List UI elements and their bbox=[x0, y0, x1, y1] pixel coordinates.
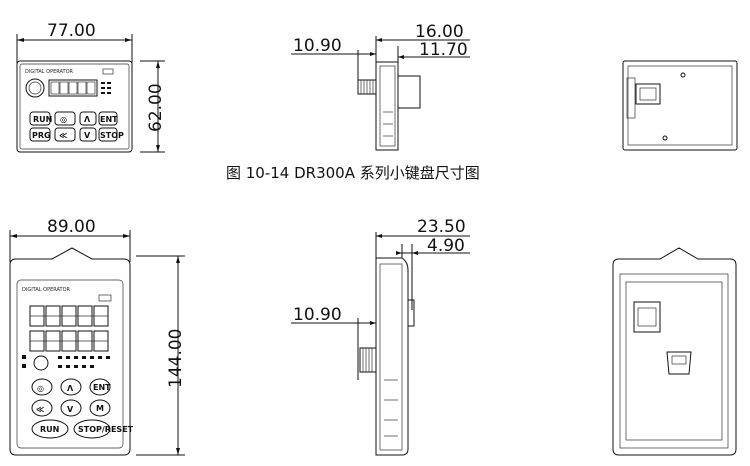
large-shift-key[interactable] bbox=[31, 378, 53, 396]
large-run-key-label: RUN bbox=[40, 425, 59, 434]
small-up-key-label: Λ bbox=[84, 115, 91, 124]
small-keypad-side-view: 16.00 11.70 10.90 bbox=[291, 22, 470, 151]
small-run-key[interactable] bbox=[29, 111, 51, 126]
large-knob-depth-label: 10.90 bbox=[293, 305, 342, 325]
small-up-key[interactable] bbox=[79, 111, 97, 126]
large-shift-key-label: ◎ bbox=[37, 384, 44, 393]
small-depth-body-label: 11.70 bbox=[419, 40, 468, 60]
small-left-key-label: ≪ bbox=[59, 131, 67, 140]
large-down-key-label: V bbox=[67, 405, 74, 414]
large-up-key[interactable] bbox=[60, 378, 82, 396]
small-rj45-port bbox=[635, 83, 661, 105]
small-down-key[interactable] bbox=[79, 127, 97, 142]
large-stop-reset-key-label: STOP/RESET bbox=[78, 425, 134, 434]
small-down-key-label: V bbox=[84, 131, 91, 140]
small-ent-key[interactable] bbox=[98, 111, 118, 126]
large-rj45-port bbox=[633, 301, 661, 333]
small-run-key-label: RUN bbox=[33, 115, 52, 124]
small-knob bbox=[25, 78, 45, 98]
figure-caption: 图 10-14 DR300A 系列小键盘尺寸图 bbox=[226, 164, 480, 182]
large-keypad-side-view: 23.50 4.90 10.90 bbox=[291, 217, 470, 456]
large-depth-total-label: 23.50 bbox=[417, 217, 466, 237]
small-shift-key[interactable] bbox=[54, 111, 76, 126]
small-prg-key[interactable] bbox=[29, 127, 51, 142]
small-ent-key-label: ENT bbox=[100, 115, 118, 124]
small-stop-key[interactable] bbox=[98, 127, 118, 142]
large-stop-reset-key[interactable] bbox=[73, 419, 111, 439]
large-depth-body-label: 4.90 bbox=[427, 236, 465, 256]
small-left-key[interactable] bbox=[54, 127, 76, 142]
small-keypad-back-view bbox=[622, 60, 738, 151]
large-mount-slot bbox=[666, 351, 692, 375]
small-width-label: 77.00 bbox=[47, 21, 96, 41]
large-ent-key-label: ENT bbox=[93, 383, 111, 392]
small-depth-total-label: 16.00 bbox=[415, 22, 464, 42]
large-down-key[interactable] bbox=[60, 399, 82, 417]
small-prg-key-label: PRG bbox=[32, 131, 51, 140]
small-shift-key-label: ◎ bbox=[60, 115, 67, 124]
large-run-key[interactable] bbox=[31, 419, 69, 439]
large-ent-key[interactable] bbox=[89, 378, 111, 396]
small-knob-depth-label: 10.90 bbox=[293, 36, 342, 56]
small-stop-key-label: STOP bbox=[100, 131, 124, 140]
large-keypad-front-view: 89.00 144.00 DIGITAL OPERATOR bbox=[9, 217, 186, 456]
small-key-grid: RUN ◎ Λ ENT PRG ≪ V STOP bbox=[29, 111, 124, 142]
large-height-label: 144.00 bbox=[166, 329, 186, 388]
large-up-key-label: Λ bbox=[67, 384, 74, 393]
large-width-label: 89.00 bbox=[47, 217, 96, 237]
large-knob bbox=[33, 355, 49, 371]
large-left-key-label: ≪ bbox=[36, 405, 44, 414]
large-left-key[interactable] bbox=[31, 399, 53, 417]
small-panel-title: DIGITAL OPERATOR bbox=[25, 69, 74, 75]
large-panel-title: DIGITAL OPERATOR bbox=[22, 287, 71, 293]
large-key-grid: ◎ Λ ENT ≪ V M RUN STOP/RESET bbox=[31, 378, 134, 439]
large-m-key[interactable] bbox=[89, 399, 111, 417]
large-m-key-label: M bbox=[96, 404, 104, 413]
small-height-label: 62.00 bbox=[146, 83, 166, 132]
large-keypad-back-view bbox=[612, 247, 737, 456]
small-keypad-front-view: 77.00 62.00 DIGITAL OPERATOR R bbox=[16, 21, 166, 153]
